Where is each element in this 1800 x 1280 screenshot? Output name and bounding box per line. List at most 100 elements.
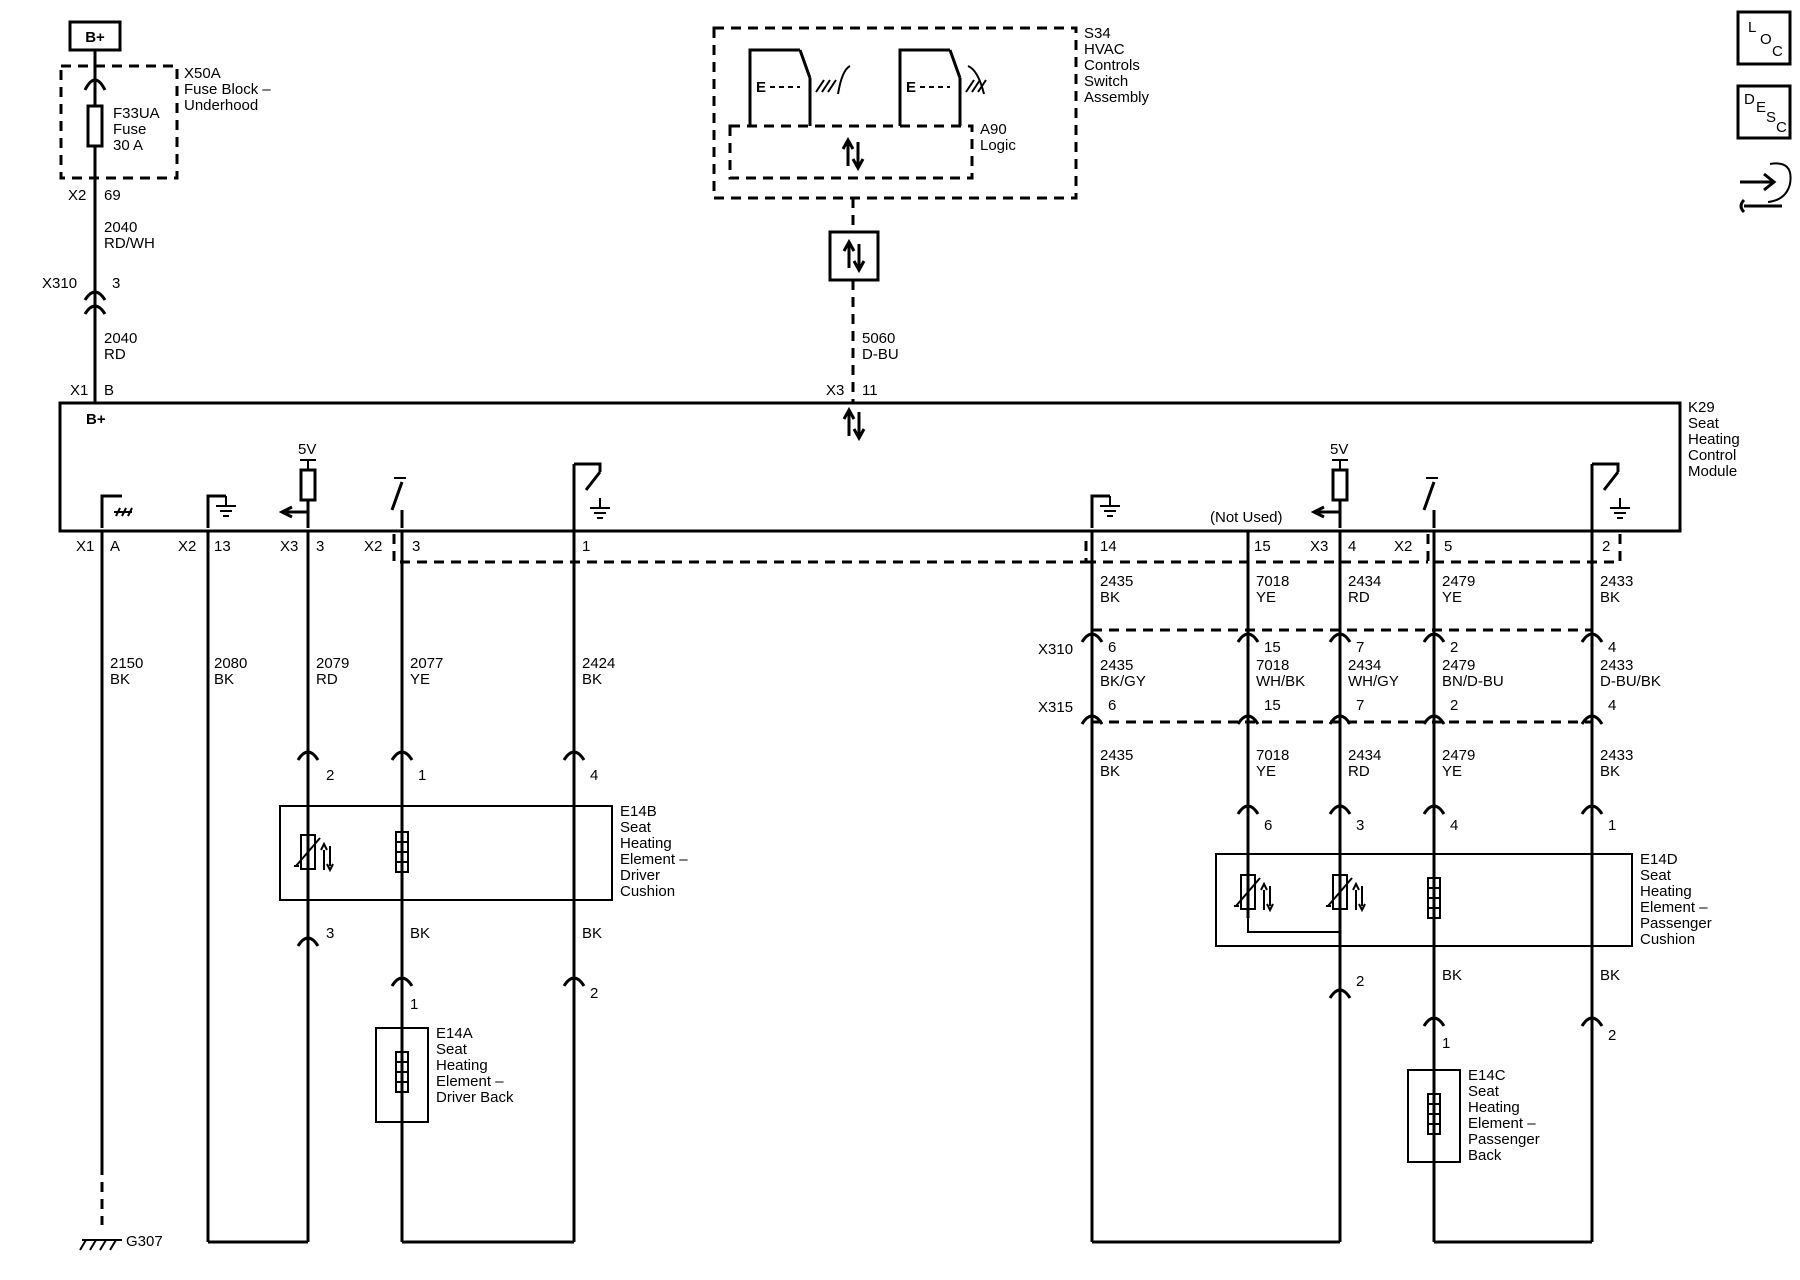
wire-2150-color: BK: [110, 671, 130, 688]
logic-id: A90: [980, 121, 1007, 138]
fuse-conn: X2: [68, 187, 86, 204]
wire-b-circuit: 2040: [104, 330, 137, 347]
left-pin-3a: 3: [316, 538, 324, 555]
e14b-element: [279, 805, 613, 901]
rw-top-0-color: BK: [1100, 589, 1120, 606]
rw-low-4-circuit: 2433: [1600, 747, 1633, 764]
loc-icon[interactable]: L O C: [1736, 10, 1792, 66]
x310-pin-7: 7: [1356, 639, 1364, 656]
left-pin-a: A: [110, 538, 120, 555]
rw-top-2-circuit: 2434: [1348, 573, 1381, 590]
rw-low-1-color: YE: [1256, 763, 1276, 780]
e14c-id: E14C: [1468, 1067, 1506, 1084]
desc-icon[interactable]: D E S C: [1736, 84, 1792, 140]
e14c-line5: Back: [1468, 1147, 1502, 1164]
x315-pin-15: 15: [1264, 697, 1281, 714]
e14c-pin-1: 1: [1442, 1035, 1450, 1052]
x315-pin-6: 6: [1108, 697, 1116, 714]
not-used-label: (Not Used): [1210, 509, 1283, 526]
fuse-block-location: Underhood: [184, 97, 258, 114]
rw-top-4-color: BK: [1600, 589, 1620, 606]
rw-low-4-color: BK: [1600, 763, 1620, 780]
fuse-block-id: X50A: [184, 65, 221, 82]
module-id: K29: [1688, 399, 1715, 416]
e14d-line4: Passenger: [1640, 915, 1712, 932]
x310-pin-15: 15: [1264, 639, 1281, 656]
x3-11-pin: 11: [862, 382, 878, 399]
e14b-line3: Element –: [620, 851, 688, 868]
x310-pin-2: 2: [1450, 639, 1458, 656]
left-x2b: X2: [364, 538, 382, 555]
wire-data-color: D-BU: [862, 346, 899, 363]
wire-2424-color: BK: [582, 671, 602, 688]
logic-outline: [728, 124, 974, 180]
e14a-pin-1: 1: [410, 996, 418, 1013]
e14c-line2: Heating: [1468, 1099, 1520, 1116]
right-x3: X3: [1310, 538, 1328, 555]
connector-tool-icon[interactable]: [1739, 162, 1792, 214]
hvac-switch-outline: [712, 26, 1078, 200]
e14b-line2: Heating: [620, 835, 672, 852]
module-line1: Seat: [1688, 415, 1720, 432]
left-pin-1: 1: [582, 538, 590, 555]
right-x2: X2: [1394, 538, 1412, 555]
right-pin-14: 14: [1100, 538, 1117, 555]
right-pin-2: 2: [1602, 538, 1610, 555]
fuse-pin: 69: [104, 187, 121, 204]
e14b-pin-3: 3: [326, 925, 334, 942]
hvac-line4: Assembly: [1084, 89, 1150, 106]
right-pin-4: 4: [1348, 538, 1356, 555]
rw-top-1-circuit: 7018: [1256, 573, 1289, 590]
fuse-rating: 30 A: [113, 137, 143, 154]
fuse-block-outline: [59, 64, 179, 180]
wire-b-color: RD: [104, 346, 126, 363]
svg-text:C: C: [1772, 43, 1783, 60]
rw-low-0-color: BK: [1100, 763, 1120, 780]
left-pin-3b: 3: [412, 538, 420, 555]
fuse-id: F33UA: [113, 105, 160, 122]
rw-mid-4-color: D-BU/BK: [1600, 673, 1661, 690]
module-line2: Heating: [1688, 431, 1740, 448]
e14a-line2: Heating: [436, 1057, 488, 1074]
e14c-line4: Passenger: [1468, 1131, 1540, 1148]
k29-module: [58, 401, 1682, 533]
fuse-symbol: [86, 104, 104, 148]
e14c-pin-2: 2: [1608, 1027, 1616, 1044]
wire-2079-circuit: 2079: [316, 655, 349, 672]
e14a-element: [375, 1027, 429, 1123]
right-pin-15: 15: [1254, 538, 1271, 555]
rw-top-3-color: YE: [1442, 589, 1462, 606]
e14d-line5: Cushion: [1640, 931, 1695, 948]
rw-low-2-circuit: 2434: [1348, 747, 1381, 764]
left-pin-13: 13: [214, 538, 231, 555]
e14b-pin-4: 4: [590, 767, 598, 784]
x310-top-pin: 3: [112, 275, 120, 292]
wire-data-circuit: 5060: [862, 330, 895, 347]
wire-fuse-circuit: 2040: [104, 219, 137, 236]
logic-name: Logic: [980, 137, 1016, 154]
wire-2150-circuit: 2150: [110, 655, 143, 672]
rw-low-2-color: RD: [1348, 763, 1370, 780]
e14d-pin-3: 3: [1356, 817, 1364, 834]
v5-right: 5V: [1330, 441, 1348, 458]
x315-pin-2: 2: [1450, 697, 1458, 714]
rw-top-2-color: RD: [1348, 589, 1370, 606]
svg-text:E: E: [756, 79, 766, 96]
x315-pin-4: 4: [1608, 697, 1616, 714]
e14d-wire-center: BK: [1442, 967, 1462, 984]
rw-low-3-color: YE: [1442, 763, 1462, 780]
x310-pin-6: 6: [1108, 639, 1116, 656]
module-line4: Module: [1688, 463, 1737, 480]
rw-mid-3-color: BN/D-BU: [1442, 673, 1504, 690]
x315-pin-7: 7: [1356, 697, 1364, 714]
e14b-line4: Driver: [620, 867, 660, 884]
rw-mid-2-color: WH/GY: [1348, 673, 1399, 690]
wire-2424-circuit: 2424: [582, 655, 615, 672]
rw-top-0-circuit: 2435: [1100, 573, 1133, 590]
wire-fuse-color: RD/WH: [104, 235, 155, 252]
e14d-pin-6: 6: [1264, 817, 1272, 834]
x310-label: X310: [1038, 641, 1073, 658]
e14b-pin-1: 1: [418, 767, 426, 784]
wire-2077-color: YE: [410, 671, 430, 688]
hvac-line3: Switch: [1084, 73, 1128, 90]
